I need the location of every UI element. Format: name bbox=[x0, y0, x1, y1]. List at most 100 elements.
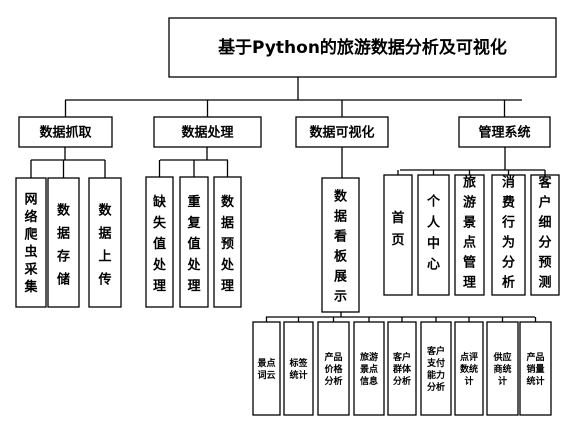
branch-3-grandchild-4-label: 信息 bbox=[360, 375, 378, 387]
branch-4-child-5-box bbox=[530, 174, 560, 296]
connector-lines bbox=[30, 77, 546, 322]
branch-3-grandchild-9-label: 统计 bbox=[526, 375, 544, 387]
branch-2-box bbox=[153, 116, 262, 148]
branch-2-child-3-box bbox=[213, 176, 242, 308]
branch-1-child-3-label: 传 bbox=[97, 271, 111, 287]
branch-1-child-1-label: 集 bbox=[23, 279, 38, 295]
branch-3-grandchild-6-label: 支付 bbox=[426, 357, 445, 369]
branch-3-child-1-label: 看 bbox=[334, 229, 347, 245]
branch-1-child-2-label: 储 bbox=[56, 271, 70, 287]
root-node-label: 基于Python的旅游数据分析及可视化 bbox=[217, 37, 507, 58]
branch-1-child-1-label: 网 bbox=[24, 193, 37, 208]
branch-1-child-1-box bbox=[15, 177, 47, 308]
branch-1-label: 数据抓取 bbox=[39, 124, 92, 140]
branch-4-label: 管理系统 bbox=[478, 124, 530, 140]
branch-1-child-2-box bbox=[47, 177, 80, 308]
branch-3-grandchild-5-label: 群体 bbox=[392, 363, 412, 375]
branch-3-grandchild-1-label: 词云 bbox=[257, 369, 275, 381]
branch-4-child-5-label: 客 bbox=[538, 175, 552, 191]
branch-3-box bbox=[295, 116, 389, 148]
branch-3-grandchild-5-label: 客户 bbox=[392, 351, 411, 363]
branch-3-grandchild-4-label: 景点 bbox=[360, 363, 378, 375]
branch-2-child-2-box bbox=[179, 176, 209, 308]
branch-2-child-1-box bbox=[145, 176, 174, 308]
branch-4-child-5-label: 测 bbox=[538, 275, 551, 291]
branch-4-child-5-label: 分 bbox=[538, 235, 551, 251]
branch-1-child-3-label: 上 bbox=[98, 249, 111, 264]
branch-1-child-1-label: 虫 bbox=[24, 244, 37, 260]
branch-2-child-1-label: 值 bbox=[153, 236, 166, 252]
branch-3: 数据可视化 bbox=[295, 116, 389, 148]
branch-3-grandchild-2-label: 统计 bbox=[289, 369, 307, 381]
branch-3-grandchild-3-box bbox=[317, 321, 350, 416]
branch-4-child-5-label: 细 bbox=[538, 215, 551, 231]
branch-3-grandchild-5-box bbox=[387, 321, 417, 416]
branch-3-child-1-label: 示 bbox=[334, 290, 347, 305]
branch-4-child-3-label: 景 bbox=[463, 216, 476, 231]
branch-4-child-4-label: 费 bbox=[502, 195, 515, 211]
branch-3-grandchild-3-label: 分析 bbox=[324, 375, 342, 387]
branch-4-child-2-label: 心 bbox=[427, 257, 440, 272]
branch-3-grandchild-6-label: 分析 bbox=[427, 381, 445, 393]
branch-3-grandchild-6-box bbox=[420, 321, 452, 416]
branch-2-child-2-label: 理 bbox=[187, 279, 200, 294]
branch-4-child-1-box bbox=[383, 174, 413, 296]
branch-4: 管理系统 bbox=[458, 116, 551, 148]
branch-4-child-4-label: 为 bbox=[502, 235, 515, 251]
branch-3-grandchild-2-box bbox=[283, 321, 314, 416]
branch-4-child-3-label: 点 bbox=[463, 235, 476, 251]
branch-3-grandchild-7-label: 数统 bbox=[460, 363, 478, 375]
branch-3-grandchild-7-label: 点评 bbox=[460, 351, 478, 363]
branch-3-child-1-label: 据 bbox=[334, 209, 347, 225]
branch-3-child-1-label: 板 bbox=[334, 249, 348, 265]
branch-3-grandchild-3-label: 价格 bbox=[324, 363, 343, 375]
branch-4-child-2-label: 中 bbox=[427, 235, 440, 251]
branch-3-grandchild-7-label: 计 bbox=[464, 375, 473, 387]
branch-1-child-3-label: 数 bbox=[98, 202, 112, 218]
branch-1: 数据抓取 bbox=[18, 116, 113, 148]
branch-4-child-5-label: 预 bbox=[538, 256, 551, 271]
branch-3-grandchild-1-box bbox=[252, 321, 281, 416]
branch-3-grandchild-6-label: 客户 bbox=[426, 345, 445, 357]
branch-3-grandchild-9-label: 产品 bbox=[526, 351, 544, 363]
branch-4-child-2-box bbox=[417, 174, 450, 296]
branch-3-grandchild-1-label: 景点 bbox=[257, 357, 275, 369]
branch-3-grandchild-4-label: 旅游 bbox=[360, 351, 378, 363]
branch-3-grandchild-9-label: 销量 bbox=[526, 363, 544, 375]
branch-2-child-2-label: 处 bbox=[186, 257, 201, 273]
branch-4-child-4-label: 分 bbox=[502, 255, 515, 271]
branch-4-child-4-label: 行 bbox=[501, 215, 515, 231]
branch-4-child-3-label: 管 bbox=[463, 255, 476, 271]
branch-3-grandchild-9-box bbox=[519, 321, 552, 416]
branch-3-child-1-box bbox=[321, 177, 360, 313]
branch-1-child-1-label: 络 bbox=[24, 209, 37, 225]
branch-3-grandchild-8-label: 商统 bbox=[493, 363, 511, 375]
branch-3-grandchild-7-box bbox=[454, 321, 484, 416]
branch-4-child-5-label: 户 bbox=[538, 195, 551, 211]
branch-4-child-3-label: 游 bbox=[463, 195, 476, 211]
branch-2-child-3-label: 预 bbox=[221, 237, 234, 252]
branch-2-child-1-label: 缺 bbox=[152, 194, 167, 210]
branch-4-child-4-box bbox=[491, 174, 526, 296]
branch-4-child-1: 首页 bbox=[383, 174, 413, 296]
branch-1-child-1-label: 爬 bbox=[23, 227, 38, 243]
branch-3-grandchild-8-box bbox=[486, 321, 519, 416]
branch-4-child-3-box bbox=[454, 174, 485, 296]
branch-3-grandchild-3-label: 产品 bbox=[324, 351, 342, 363]
branch-1-child-3-label: 据 bbox=[98, 225, 111, 241]
